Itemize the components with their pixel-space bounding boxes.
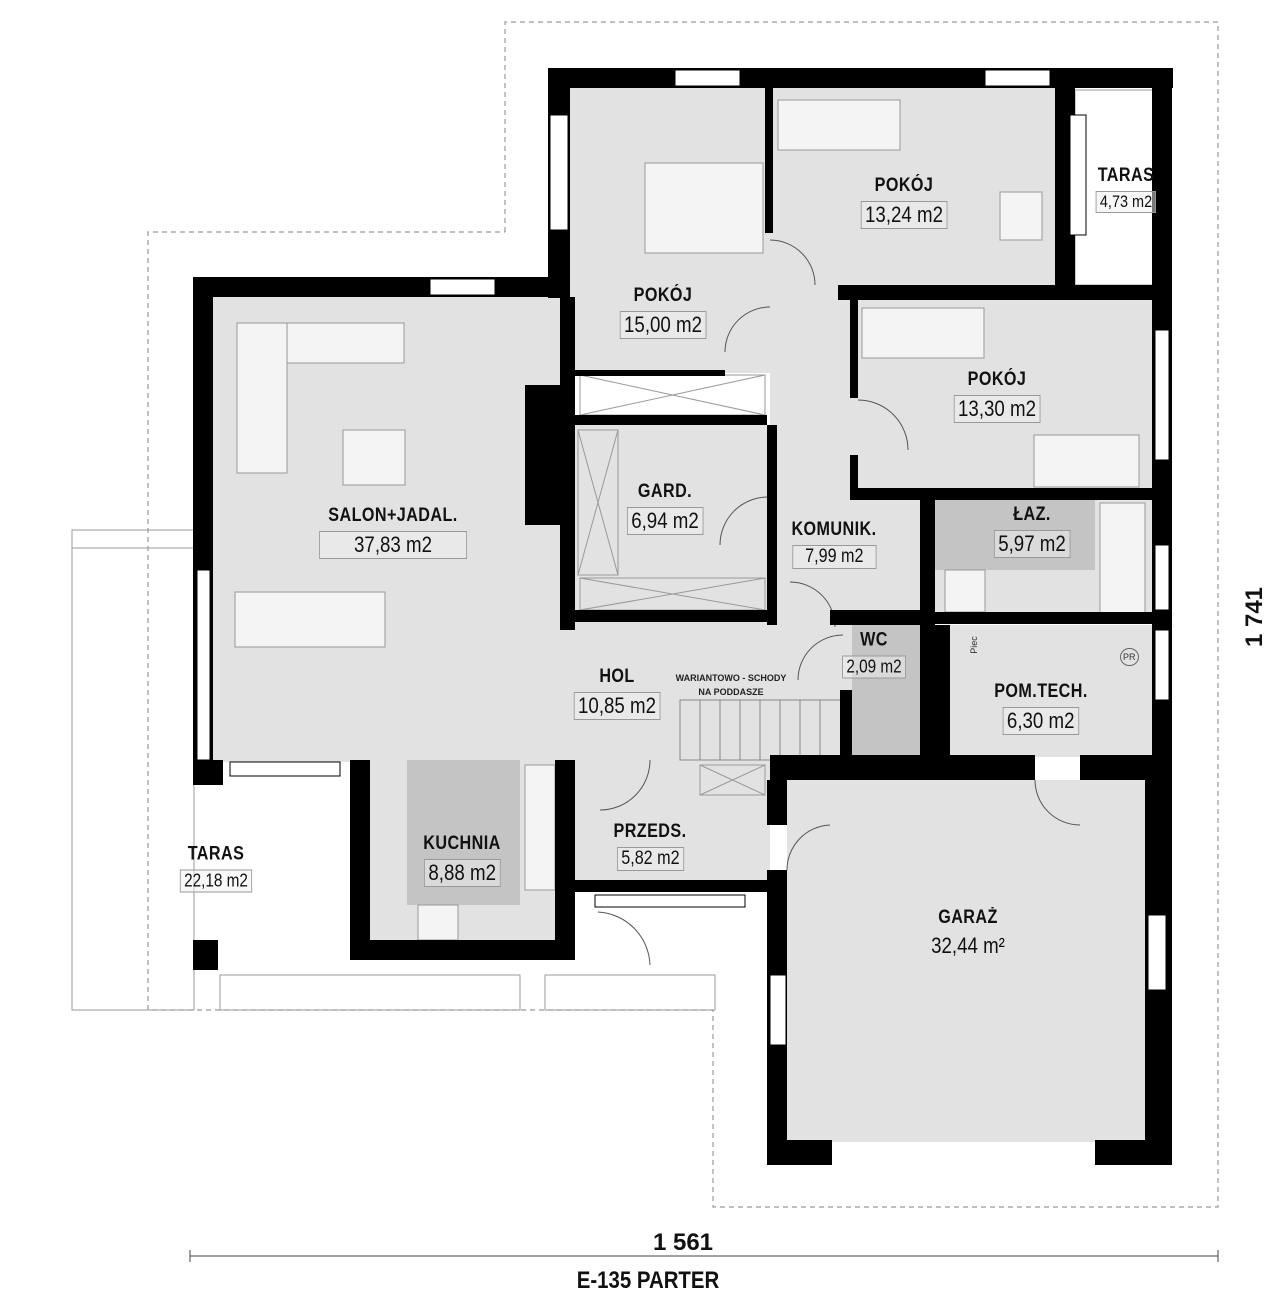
room-area: 8,88 m2	[423, 859, 501, 887]
stairs-note-line2: NA PODDASZE	[698, 687, 764, 697]
room-area: 37,83 m2	[319, 531, 467, 559]
room-name: SALON+JADAL.	[328, 505, 458, 526]
furniture	[234, 99, 1146, 941]
room-area: 10,85 m2	[573, 692, 661, 720]
room-name: KOMUNIK.	[791, 519, 877, 540]
room-name: GARAŻ	[938, 907, 998, 928]
room-garage: GARAŻ 32,44 m²	[921, 907, 1016, 959]
room-area: 4,73 m2	[1095, 191, 1157, 213]
room-area: 7,99 m2	[792, 545, 876, 569]
room-area: 13,24 m2	[860, 201, 948, 229]
room-area: 6,30 m2	[1002, 707, 1080, 735]
room-area: 15,00 m2	[619, 311, 707, 339]
room-area: 13,30 m2	[953, 395, 1041, 423]
room-name: ŁAZ.	[1013, 504, 1051, 525]
room-terrace-small: TARAS 4,73 m2	[1090, 165, 1161, 213]
room-hall: HOL 10,85 m2	[566, 666, 668, 720]
room-vestibule: PRZEDS. 5,82 m2	[607, 821, 693, 871]
boiler-label: Piec	[968, 636, 979, 654]
windows	[196, 69, 1170, 1046]
room-name: POKÓJ	[633, 285, 693, 306]
room-wardrobe: GARD. 6,94 m2	[620, 481, 710, 535]
washer-label: PR	[1120, 648, 1139, 666]
room-area: 6,94 m2	[626, 507, 704, 535]
room-bedroom-1: POKÓJ 15,00 m2	[612, 285, 714, 339]
room-name: PRZEDS.	[613, 821, 687, 842]
stairs-note-line1: WARIANTOWO - SCHODY	[675, 673, 787, 683]
room-area: 5,82 m2	[616, 847, 684, 871]
room-living-dining: SALON+JADAL. 37,83 m2	[306, 505, 480, 559]
dimension-width: 1 561	[652, 1229, 714, 1256]
room-name: TARAS	[1097, 165, 1155, 186]
room-name: TARAS	[187, 843, 245, 865]
room-area: 5,97 m2	[993, 530, 1071, 558]
room-name: POKÓJ	[967, 369, 1027, 390]
dimension-height: 1 741	[1241, 586, 1268, 648]
stairs-note: WARIANTOWO - SCHODY NA PODDASZE	[676, 671, 787, 699]
stairs	[679, 699, 851, 761]
room-area: 22,18 m2	[179, 869, 253, 893]
room-terrace-large: TARAS 22,18 m2	[173, 844, 258, 893]
room-name: POKÓJ	[874, 175, 934, 196]
room-name: POM.TECH.	[994, 681, 1088, 702]
room-name: WC	[860, 629, 888, 651]
room-name: HOL	[599, 666, 635, 687]
room-kitchen: KUCHNIA 8,88 m2	[416, 833, 507, 887]
roof-outline	[147, 21, 1219, 1208]
room-wc: WC 2,09 m2	[836, 630, 911, 679]
room-name: KUCHNIA	[423, 833, 501, 854]
room-corridor: KOMUNIK. 7,99 m2	[784, 519, 884, 569]
plan-title: E-135 PARTER	[576, 1267, 720, 1294]
room-bedroom-2: POKÓJ 13,24 m2	[853, 175, 955, 229]
dimension-lines	[189, 1250, 1219, 1262]
room-technical: POM.TECH. 6,30 m2	[986, 681, 1096, 735]
room-area: 2,09 m2	[842, 655, 906, 679]
room-bedroom-3: POKÓJ 13,30 m2	[946, 369, 1048, 423]
room-name: GARD.	[637, 481, 693, 502]
room-area: 32,44 m²	[931, 933, 1005, 958]
room-bathroom: ŁAZ. 5,97 m2	[987, 504, 1077, 558]
